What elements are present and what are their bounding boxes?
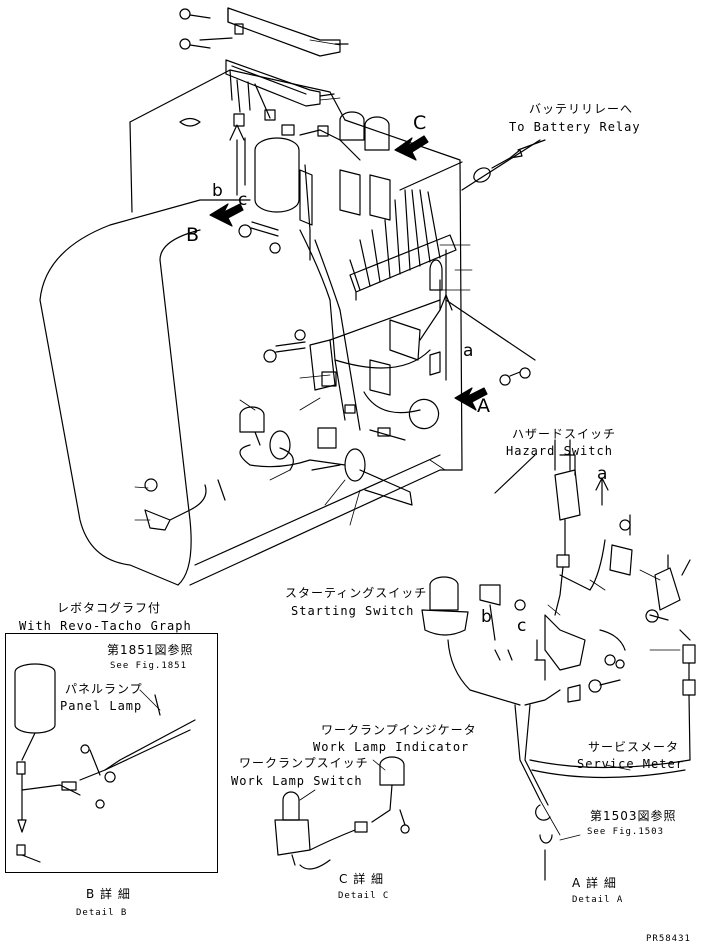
detail-leaders <box>139 569 681 841</box>
view-b-lower-marker: b <box>212 181 223 201</box>
detail-c-title-jp: C 詳 細 <box>339 872 385 886</box>
detail-b-title-jp: B 詳 細 <box>86 887 131 901</box>
detail-c <box>274 756 410 870</box>
work-lamp-indicator-label-jp: ワークランプインジケータ <box>321 723 477 737</box>
top-lamp-assembly <box>179 7 349 136</box>
wire-harness <box>144 111 457 531</box>
view-lines <box>229 124 536 381</box>
view-c-lower-marker: c <box>238 190 248 210</box>
starting-switch <box>421 576 521 706</box>
service-meter-label-en: Service Meter <box>577 757 684 771</box>
detail-a <box>479 439 696 881</box>
see-1503-label-jp: 第1503図参照 <box>590 809 677 823</box>
see-1851-label-en: See Fig.1851 <box>110 661 188 671</box>
detail-a-title-jp: A 詳 細 <box>572 876 617 890</box>
service-meter-label-jp: サービスメータ <box>588 740 680 754</box>
detail-a-title-en: Detail A <box>572 895 624 905</box>
view-c-marker: C <box>413 112 427 134</box>
revo-tacho-label-en: With Revo-Tacho Graph <box>19 619 192 633</box>
starting-switch-label-en: Starting Switch <box>291 604 415 618</box>
main-panel-housing <box>39 69 463 586</box>
panel-lamp-label-jp: パネルランプ <box>65 682 143 696</box>
work-lamp-switch-label-en: Work Lamp Switch <box>231 774 363 788</box>
detail-a-b-marker: b <box>481 607 492 627</box>
hazard-switch-label-jp: ハザードスイッチ <box>512 427 617 441</box>
see-1851-label-jp: 第1851図参照 <box>107 643 194 657</box>
detail-b-title-en: Detail B <box>76 908 128 918</box>
detail-b <box>14 663 196 863</box>
view-a-marker: A <box>477 395 490 417</box>
drawing-number: PR58431 <box>646 934 691 944</box>
bolt-set <box>238 221 536 494</box>
battery-relay-label-jp: バッテリリレーへ <box>529 102 634 116</box>
view-a-lower-marker: a <box>463 341 474 361</box>
detail-b-frame <box>5 633 218 873</box>
detail-a-c-marker: c <box>517 616 527 636</box>
hazard-a-marker: a <box>597 464 608 484</box>
view-arrows <box>209 135 488 411</box>
detail-c-title-en: Detail C <box>338 891 390 901</box>
starting-switch-label-jp: スターティングスイッチ <box>285 586 428 600</box>
battery-relay-label-en: To Battery Relay <box>509 120 641 134</box>
revo-tacho-label-jp: レボタコグラフ付 <box>57 601 162 615</box>
view-b-marker: B <box>186 224 200 246</box>
leader-lines <box>134 39 473 526</box>
work-lamp-switch-label-jp: ワークランプスイッチ <box>239 756 369 770</box>
battery-relay-lead <box>461 139 546 191</box>
see-1503-label-en: See Fig.1503 <box>587 827 665 837</box>
hazard-switch-label-en: Hazard Switch <box>506 444 613 458</box>
panel-lamp-label-en: Panel Lamp <box>60 699 143 713</box>
work-lamp-indicator-label-en: Work Lamp Indicator <box>313 740 470 754</box>
